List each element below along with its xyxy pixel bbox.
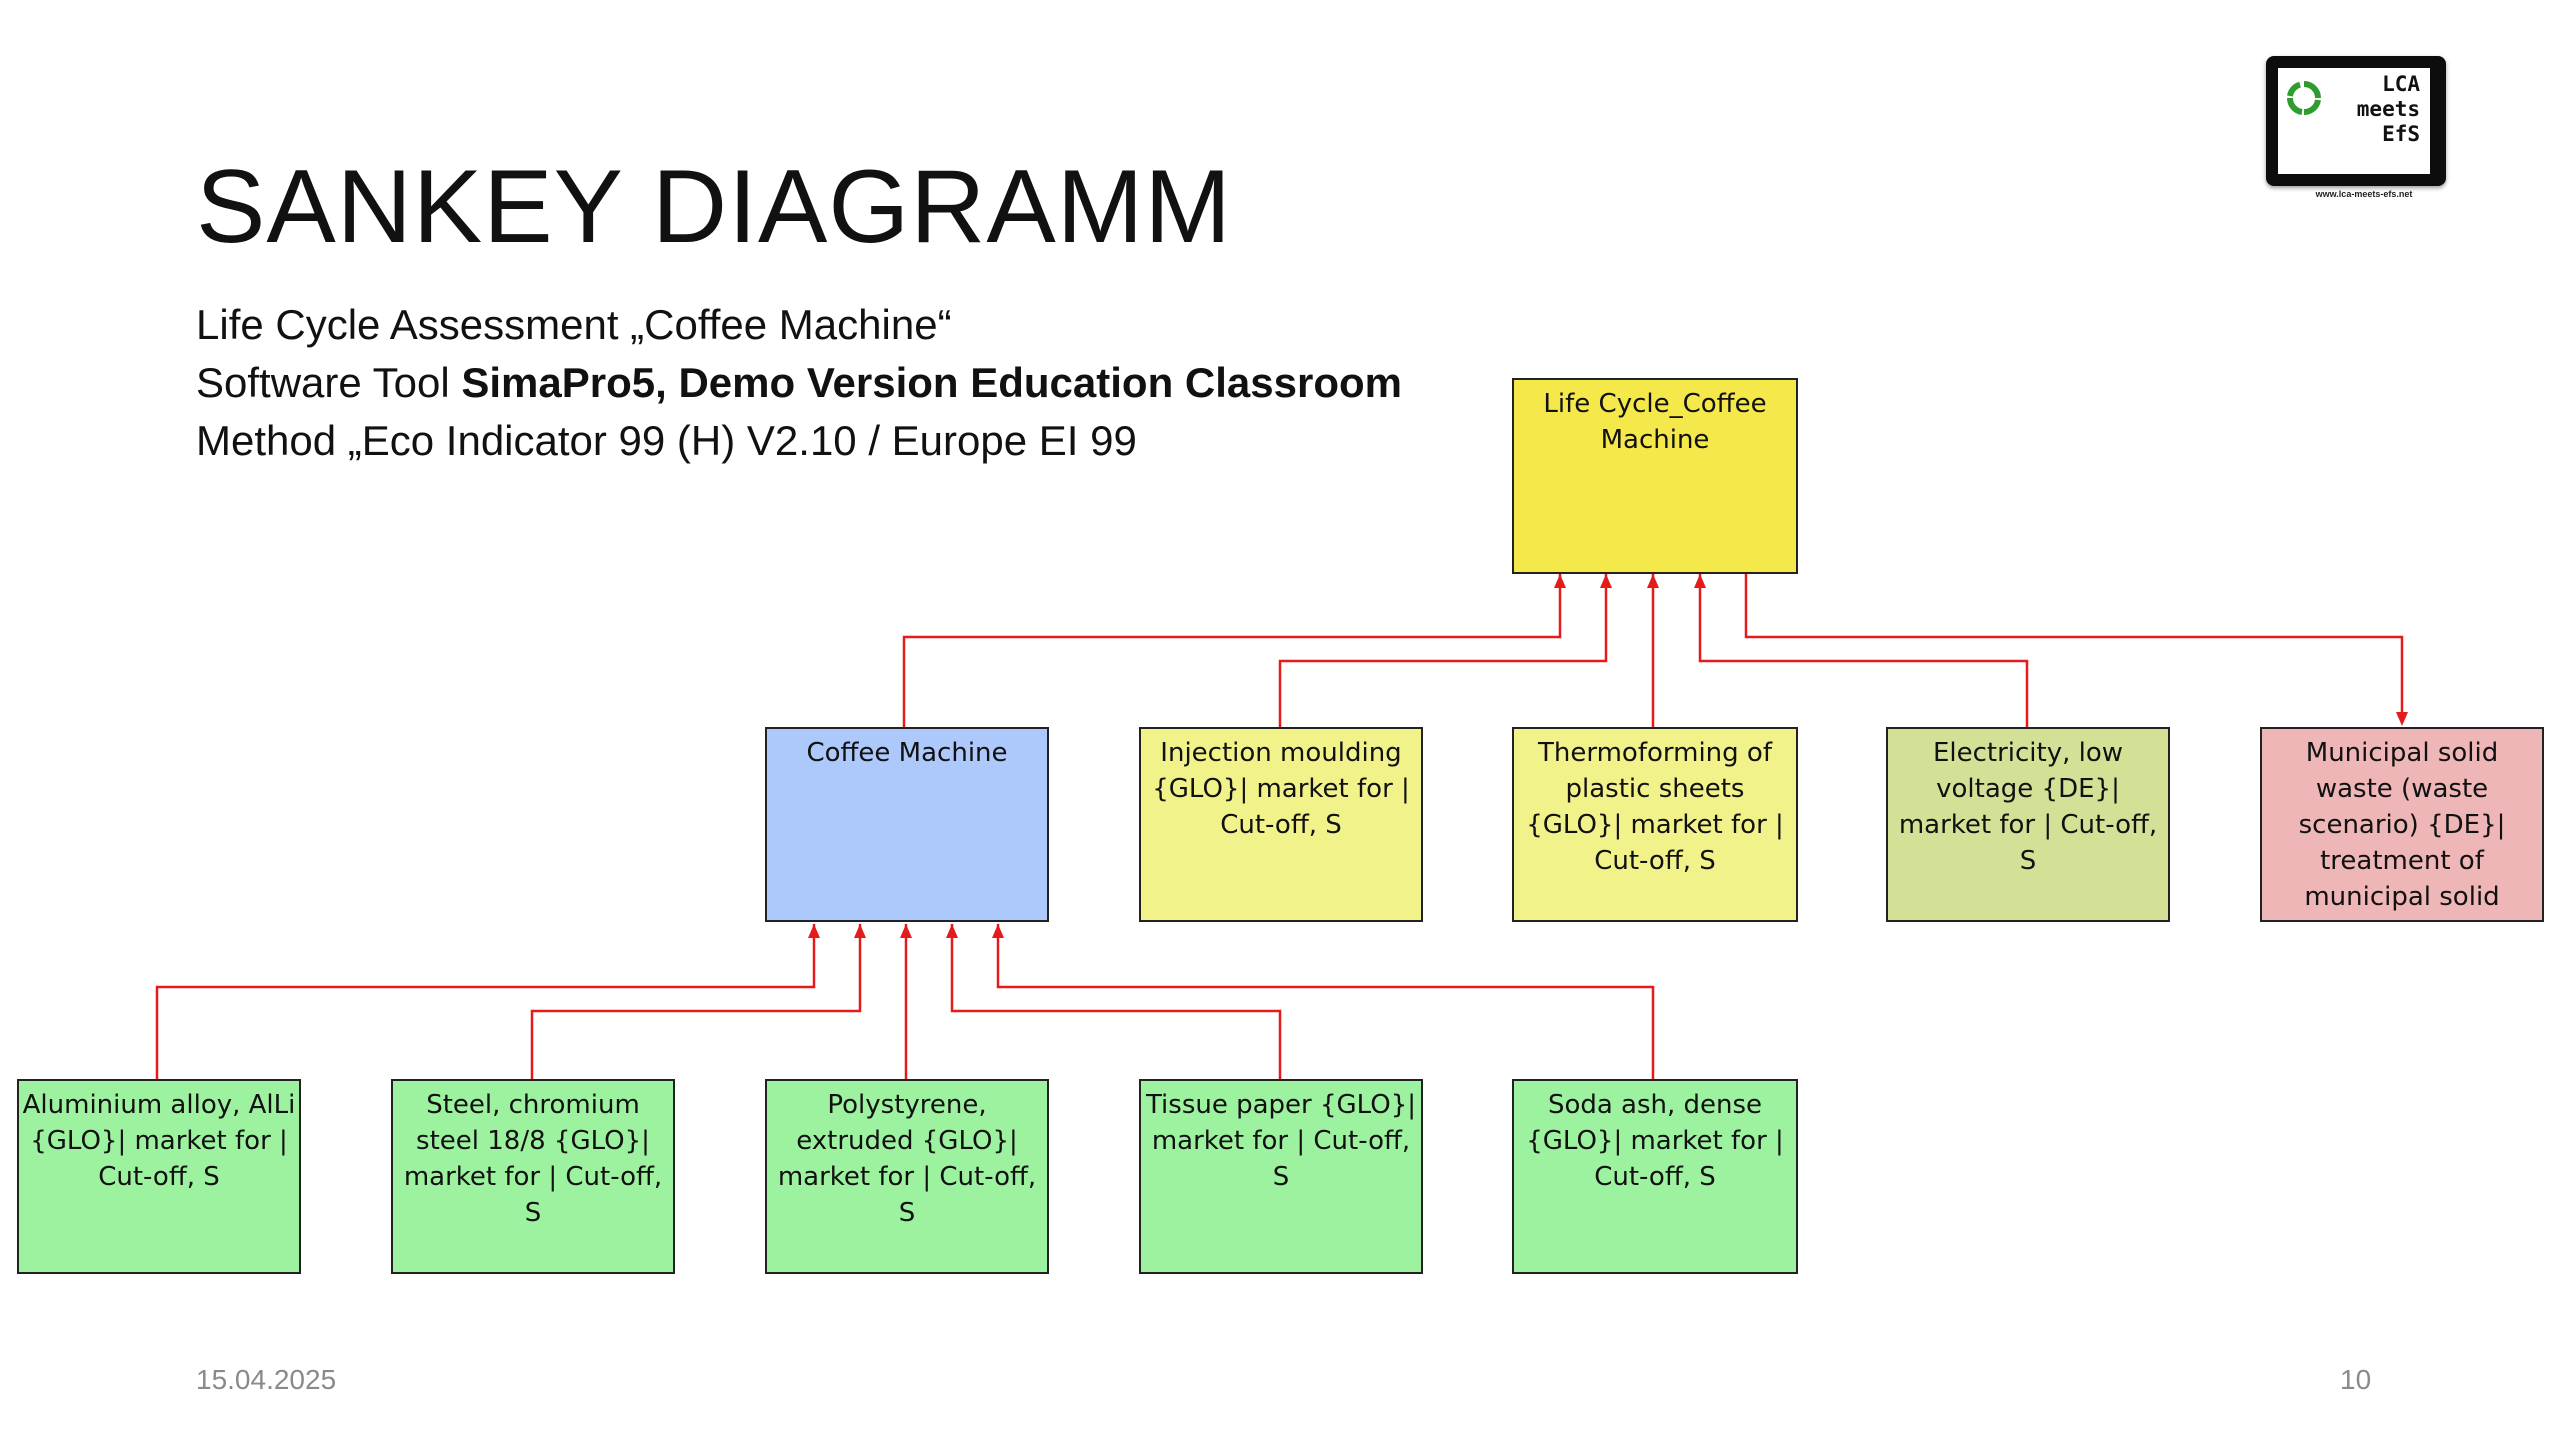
flow-aluminium-to-coffee-machine — [155, 924, 816, 1079]
node-thermoforming[interactable]: Thermoforming of plastic sheets {GLO}| m… — [1512, 727, 1798, 922]
slide-title: SANKEY DIAGRAMM — [196, 149, 1232, 265]
node-label: Coffee Machine — [806, 738, 1008, 768]
flow-injection-to-life-cycle — [1278, 574, 1608, 727]
node-soda-ash[interactable]: Soda ash, dense {GLO}| market for | Cut-… — [1512, 1079, 1798, 1274]
node-label: Municipal solid waste (waste scenario) {… — [2270, 738, 2535, 920]
arrowhead-6 — [808, 924, 820, 938]
logo-text: LCA meets EfS — [2356, 72, 2420, 146]
flow-coffee-machine-to-life-cycle — [902, 574, 1562, 727]
flow-steel-to-coffee-machine — [530, 924, 862, 1079]
node-label: Thermoforming of plastic sheets {GLO}| m… — [1526, 738, 1784, 876]
flow-soda-to-coffee-machine — [996, 924, 1655, 1079]
node-polystyrene[interactable]: Polystyrene, extruded {GLO}| market for … — [765, 1079, 1049, 1274]
arrowhead-10 — [992, 924, 1004, 938]
arrowhead-1 — [1554, 574, 1566, 588]
subtitle-block: Life Cycle Assessment „Coffee Machine“ S… — [196, 296, 1402, 470]
arrowhead-3 — [1647, 574, 1659, 588]
arrowhead-2 — [1600, 574, 1612, 588]
node-label: Tissue paper {GLO}| market for | Cut-off… — [1145, 1090, 1417, 1192]
flow-tissue-to-coffee-machine — [950, 924, 1282, 1079]
arrowhead-5 — [2396, 712, 2408, 726]
flow-life-cycle-to-waste — [1744, 574, 2404, 722]
recycle-ring-icon — [2286, 81, 2321, 116]
logo-screen: LCA meets EfS — [2278, 68, 2430, 174]
node-label: Soda ash, dense {GLO}| market for | Cut-… — [1526, 1090, 1784, 1192]
arrowhead-8 — [900, 924, 912, 938]
node-life-cycle-coffee-machine[interactable]: Life Cycle_Coffee Machine — [1512, 378, 1798, 574]
logo-url: www.lca-meets-efs.net — [2315, 189, 2413, 199]
node-tissue-paper[interactable]: Tissue paper {GLO}| market for | Cut-off… — [1139, 1079, 1423, 1274]
node-label: Aluminium alloy, AlLi {GLO}| market for … — [22, 1090, 296, 1192]
flow-electricity-to-life-cycle — [1698, 574, 2029, 727]
node-electricity[interactable]: Electricity, low voltage {DE}| market fo… — [1886, 727, 2170, 922]
node-label: Electricity, low voltage {DE}| market fo… — [1898, 738, 2158, 876]
arrowhead-9 — [946, 924, 958, 938]
subtitle-method: Method „Eco Indicator 99 (H) V2.10 / Eur… — [196, 417, 1137, 464]
lca-meets-efs-logo: LCA meets EfS — [2266, 56, 2446, 186]
node-municipal-solid-waste[interactable]: Municipal solid waste (waste scenario) {… — [2260, 727, 2544, 922]
subtitle-software: Software Tool SimaPro5, Demo Version Edu… — [196, 354, 1402, 412]
subtitle-assessment: Life Cycle Assessment „Coffee Machine“ — [196, 301, 952, 348]
footer-date: 15.04.2025 — [196, 1364, 337, 1395]
subtitle-software-prefix: Software Tool — [196, 359, 462, 406]
arrowhead-7 — [854, 924, 866, 938]
node-label: Injection moulding {GLO}| market for | C… — [1152, 738, 1410, 840]
node-aluminium-alloy[interactable]: Aluminium alloy, AlLi {GLO}| market for … — [17, 1079, 301, 1274]
node-label: Steel, chromium steel 18/8 {GLO}| market… — [403, 1090, 663, 1228]
node-injection-moulding[interactable]: Injection moulding {GLO}| market for | C… — [1139, 727, 1423, 922]
node-label: Life Cycle_Coffee Machine — [1543, 389, 1767, 455]
footer-page-number: 10 — [2340, 1364, 2372, 1395]
arrowhead-4 — [1694, 574, 1706, 588]
node-steel-chromium[interactable]: Steel, chromium steel 18/8 {GLO}| market… — [391, 1079, 675, 1274]
node-coffee-machine[interactable]: Coffee Machine — [765, 727, 1049, 922]
node-label: Polystyrene, extruded {GLO}| market for … — [777, 1090, 1037, 1228]
subtitle-software-name: SimaPro5, Demo Version Education Classro… — [461, 359, 1402, 406]
